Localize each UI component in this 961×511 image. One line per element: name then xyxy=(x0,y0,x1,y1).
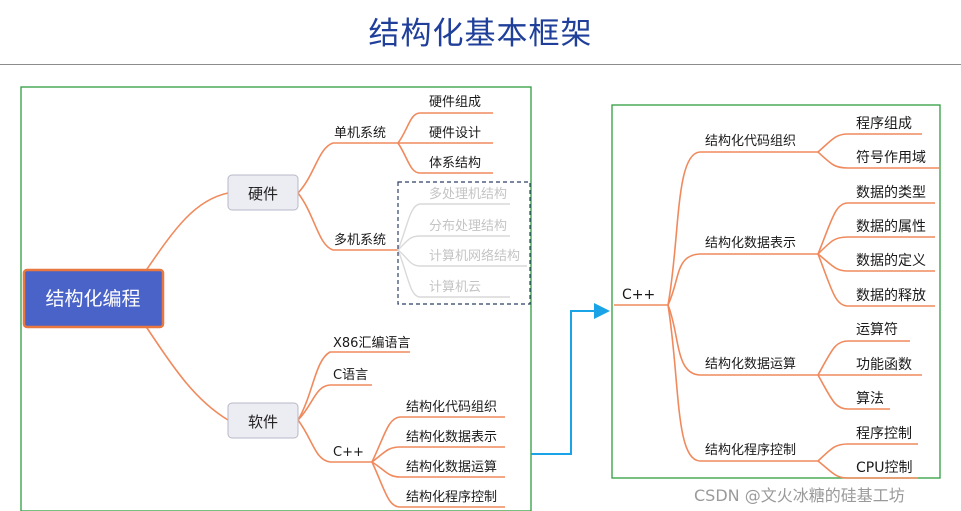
left-panel-frame xyxy=(20,86,532,511)
g2-leaf-2: 数据的属性 xyxy=(856,219,926,235)
g3-leaf-line-3 xyxy=(817,374,890,410)
single-leaf-3: 体系结构 xyxy=(429,156,481,171)
g2-leaf-line-1 xyxy=(817,202,935,255)
root-node-label: 结构化编程 xyxy=(45,288,140,310)
g2-leaf-line-2 xyxy=(817,236,935,255)
title-divider xyxy=(0,64,961,65)
single-leaf-1: 硬件组成 xyxy=(429,95,481,110)
dashed-selection-box xyxy=(397,181,531,305)
g2-leaf-line-4 xyxy=(817,253,935,307)
root-to-software-line xyxy=(144,324,229,421)
software-to-x86-line xyxy=(297,351,410,421)
x86-label: X86汇编语言 xyxy=(333,336,410,351)
software-to-c-line xyxy=(297,384,372,421)
multi-leaf-line-4 xyxy=(397,249,510,298)
group-line-2 xyxy=(667,253,818,306)
g2-leaf-3: 数据的定义 xyxy=(856,253,926,269)
g4-leaf-2: CPU控制 xyxy=(856,460,912,476)
group-label-1: 结构化代码组织 xyxy=(705,134,796,149)
connector-arrow xyxy=(531,303,610,455)
g4-leaf-line-1 xyxy=(817,443,918,462)
software-to-cpp-line xyxy=(297,419,372,463)
g3-leaf-1: 运算符 xyxy=(856,322,898,338)
group-line-3 xyxy=(667,304,818,376)
multi-leaf-4: 计算机云 xyxy=(429,280,481,295)
g4-leaf-1: 程序控制 xyxy=(856,426,912,442)
root-node xyxy=(22,268,165,329)
root-to-hardware-line xyxy=(144,192,229,273)
multi-leaf-2: 分布处理结构 xyxy=(429,219,507,234)
multi-leaf-line-1 xyxy=(397,203,510,251)
software-node-label: 软件 xyxy=(248,413,278,431)
cpp-leaf-line-4 xyxy=(371,461,505,508)
group-line-4 xyxy=(667,304,818,462)
single-leaf-2: 硬件设计 xyxy=(429,126,481,141)
right-panel-frame xyxy=(611,104,941,479)
g2-leaf-line-3 xyxy=(817,253,935,272)
g3-leaf-line-1 xyxy=(817,340,910,376)
g2-leaf-1: 数据的类型 xyxy=(856,185,926,201)
hardware-to-multi-line xyxy=(297,192,398,251)
multi-leaf-line-3 xyxy=(397,249,527,267)
multi-leaf-line-2 xyxy=(397,235,510,251)
single-leaf-line-3 xyxy=(397,142,493,174)
cpp-leaf-2: 结构化数据表示 xyxy=(406,430,497,445)
multi-leaf-3: 计算机网络结构 xyxy=(429,248,520,264)
g1-leaf-2: 符号作用域 xyxy=(856,150,926,166)
cpp-label: C++ xyxy=(333,445,364,460)
single-system-label: 单机系统 xyxy=(334,126,386,141)
g1-leaf-line-1 xyxy=(817,133,922,153)
g3-leaf-3: 算法 xyxy=(856,391,884,407)
cpp-leaf-4: 结构化程序控制 xyxy=(406,490,497,505)
cpp-leaf-line-2 xyxy=(371,446,505,463)
software-node xyxy=(227,402,299,439)
hardware-node-label: 硬件 xyxy=(248,185,278,203)
hardware-node xyxy=(227,174,299,211)
multi-system-label: 多机系统 xyxy=(334,232,386,248)
single-leaf-line-1 xyxy=(397,112,493,144)
g4-leaf-line-2 xyxy=(817,460,918,479)
multi-leaf-1: 多处理机结构 xyxy=(429,186,507,202)
page-title: 结构化基本框架 xyxy=(368,16,593,52)
cpp-leaf-3: 结构化数据运算 xyxy=(406,460,497,475)
group-label-3: 结构化数据运算 xyxy=(705,357,796,372)
g2-leaf-4: 数据的释放 xyxy=(856,288,926,304)
group-label-4: 结构化程序控制 xyxy=(705,443,796,458)
hardware-to-single-line xyxy=(297,142,398,194)
c-language-label: C语言 xyxy=(333,368,368,383)
right-root-label: C++ xyxy=(622,287,655,303)
cpp-leaf-1: 结构化代码组织 xyxy=(406,400,497,415)
cpp-leaf-line-3 xyxy=(371,461,505,478)
cpp-leaf-line-1 xyxy=(371,416,505,463)
g1-leaf-line-2 xyxy=(817,151,940,169)
g3-leaf-2: 功能函数 xyxy=(856,357,912,373)
g1-leaf-1: 程序组成 xyxy=(856,116,912,132)
group-label-2: 结构化数据表示 xyxy=(705,236,796,251)
group-line-1 xyxy=(667,151,818,306)
watermark-text: CSDN @文火冰糖的硅基工坊 xyxy=(694,486,905,505)
